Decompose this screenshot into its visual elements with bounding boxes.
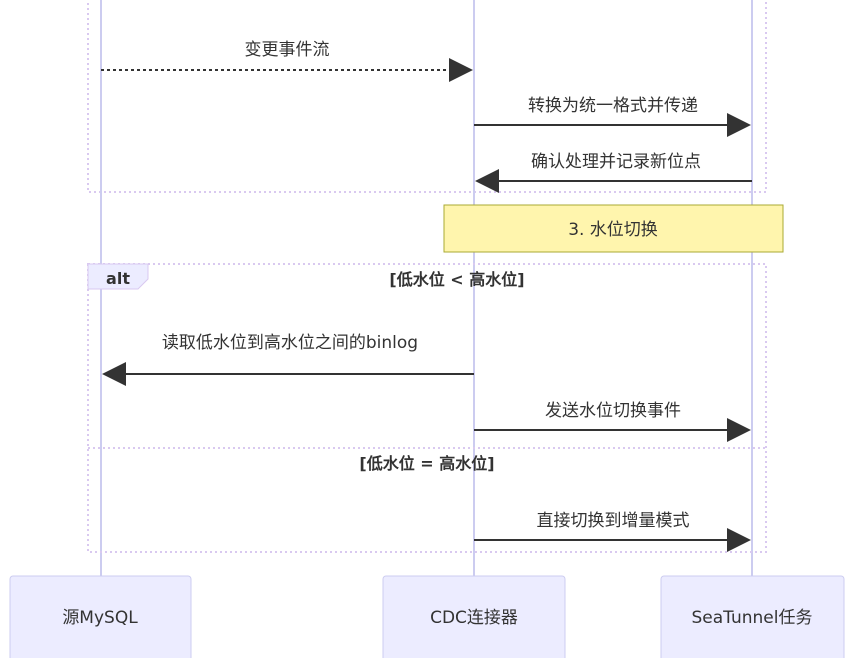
note-box (443, 204, 784, 253)
note-text: 3. 水位切换 (568, 220, 658, 240)
actor-box-cdc (382, 575, 566, 658)
message-label-switch-incremental: 直接切换到增量模式 (537, 511, 690, 531)
message-label-change-stream: 变更事件流 (245, 40, 330, 60)
actor-label-seatunnel: SeaTunnel任务 (692, 608, 813, 628)
actor-box-seatunnel (660, 575, 845, 658)
actor-label-cdc: CDC连接器 (430, 608, 518, 628)
message-label-confirm-record: 确认处理并记录新位点 (531, 152, 701, 172)
message-label-read-binlog: 读取低水位到高水位之间的binlog (162, 333, 418, 353)
alt-keyword: alt (106, 269, 130, 288)
alt-condition-1: [低水位 < 高水位] (389, 270, 524, 289)
alt-condition-2: [低水位 = 高水位] (359, 454, 494, 473)
alt-keyword-box (87, 263, 149, 290)
message-label-send-switch-event: 发送水位切换事件 (545, 401, 681, 421)
message-label-convert-transfer: 转换为统一格式并传递 (528, 96, 698, 116)
actor-label-mysql: 源MySQL (62, 608, 138, 628)
actor-box-mysql (9, 575, 192, 658)
alt-frame (87, 263, 767, 553)
